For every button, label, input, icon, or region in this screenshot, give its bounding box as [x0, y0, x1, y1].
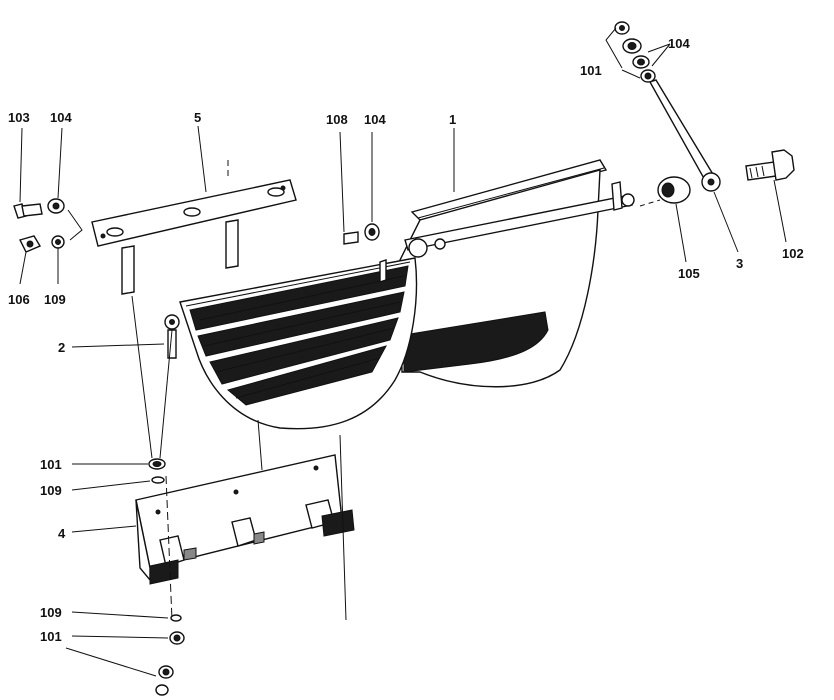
callout-109-left: 109: [44, 292, 66, 307]
callout-102: 102: [782, 246, 804, 261]
callout-105: 105: [678, 266, 700, 281]
callout-104-top: 104: [668, 36, 690, 51]
middle-fasteners: [343, 223, 380, 245]
callout-3: 3: [736, 256, 743, 271]
callout-labels: 1 5 3 102 105 101 104 108 104 103 104 10…: [8, 36, 804, 644]
link-arm: [639, 79, 721, 207]
callout-101-low: 101: [40, 629, 62, 644]
hanger-rod: [131, 295, 180, 621]
callout-103: 103: [8, 110, 30, 125]
top-fasteners: [614, 21, 656, 83]
left-fasteners: [13, 198, 83, 253]
callout-1: 1: [449, 112, 456, 127]
callout-104-mid: 104: [364, 112, 386, 127]
callout-5: 5: [194, 110, 201, 125]
callout-101-top: 101: [580, 63, 602, 78]
callout-109-mid: 109: [40, 483, 62, 498]
callout-108: 108: [326, 112, 348, 127]
callout-104-left: 104: [50, 110, 72, 125]
bushing: [657, 176, 691, 204]
callout-106: 106: [8, 292, 30, 307]
grate-trough-assembly: [179, 159, 635, 430]
callout-4: 4: [58, 526, 66, 541]
shoulder-bolt: [745, 149, 795, 181]
lower-fasteners: [148, 458, 185, 696]
callout-101-mid: 101: [40, 457, 62, 472]
callout-109-low: 109: [40, 605, 62, 620]
callout-2: 2: [58, 340, 65, 355]
upper-bracket: [91, 160, 297, 295]
lower-bracket: [135, 419, 355, 621]
leader-lines: [19, 27, 787, 677]
